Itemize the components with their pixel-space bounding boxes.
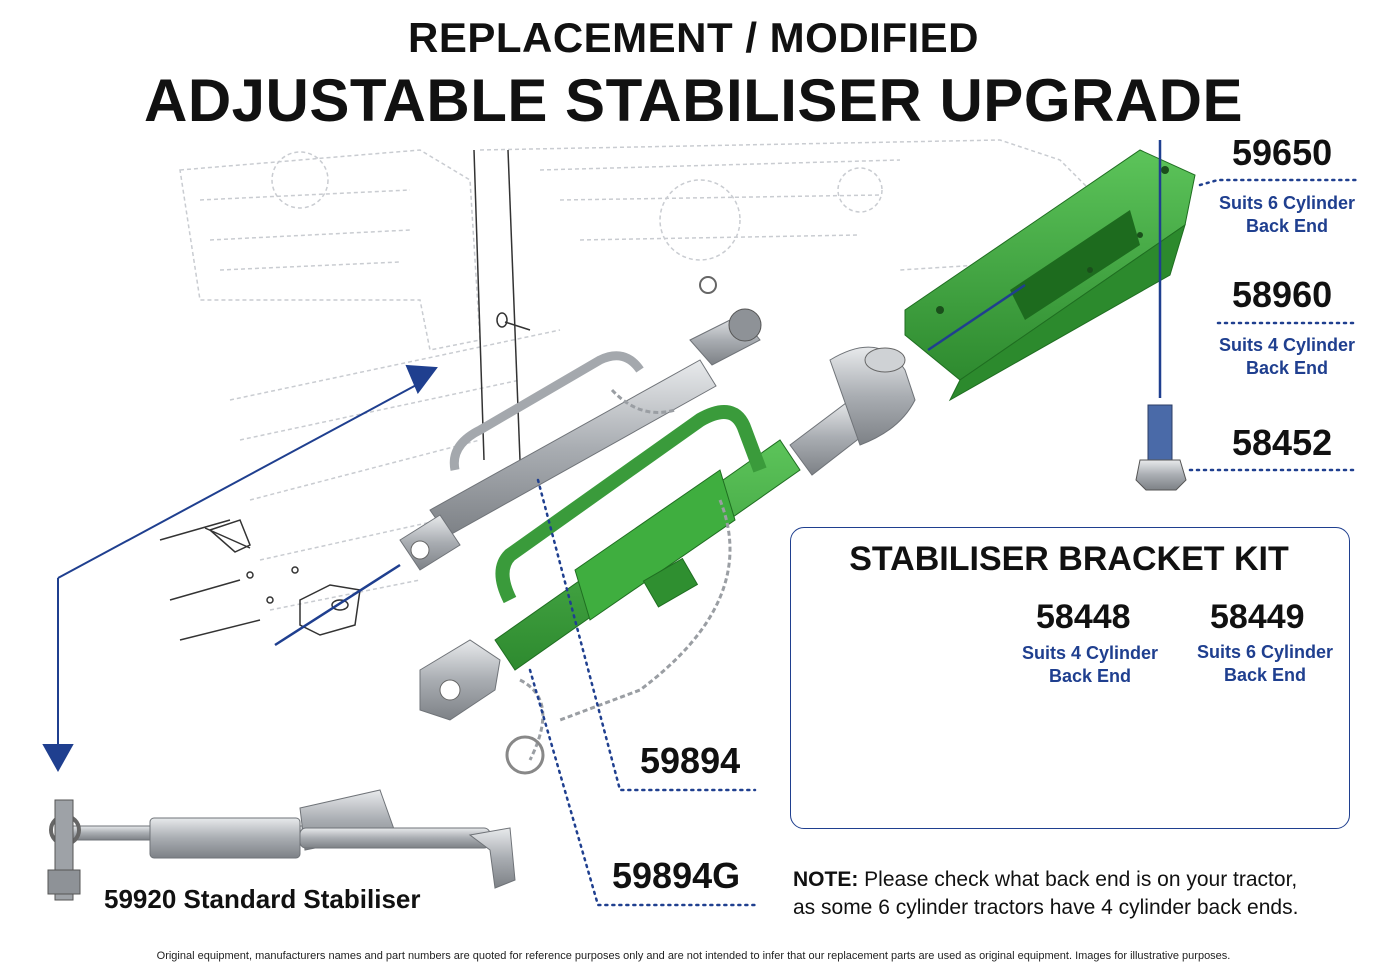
part-desc-59650-line1: Suits 6 Cylinder <box>1218 193 1356 213</box>
footer-disclaimer: Original equipment, manufacturers names … <box>156 950 1231 962</box>
part-desc-58960-line2: Back End <box>1245 358 1329 378</box>
bracket-pointer-line <box>274 563 401 647</box>
part-number-58449: 58449 <box>1210 598 1305 636</box>
tractor-background-drawing <box>179 139 1101 611</box>
part-desc-58449-line2: Back End <box>1223 665 1307 685</box>
bracket-kit-panel <box>790 527 1350 829</box>
green-bracket-59650 <box>904 149 1196 402</box>
part-desc-59650: Suits 6 Cylinder Back End <box>1207 192 1367 238</box>
part-desc-58960: Suits 4 Cylinder Back End <box>1207 334 1367 380</box>
part-desc-58449-line1: Suits 6 Cylinder <box>1196 642 1334 662</box>
part-desc-59650-line2: Back End <box>1245 216 1329 236</box>
part-desc-58448: Suits 4 Cylinder Back End <box>1010 642 1170 688</box>
bolt-58452 <box>1135 404 1187 491</box>
note-label: NOTE: <box>793 868 859 891</box>
part-desc-58960-line1: Suits 4 Cylinder <box>1218 335 1356 355</box>
standard-stabiliser-59920 <box>47 789 516 901</box>
part-desc-58449: Suits 6 Cylinder Back End <box>1185 641 1345 687</box>
part-number-59650: 59650 <box>1232 132 1333 173</box>
grey-stabiliser <box>399 276 762 571</box>
bracket-insert-line <box>927 283 1026 352</box>
part-number-59894G: 59894G <box>612 855 741 896</box>
green-stabiliser <box>419 346 916 775</box>
part-number-58960: 58960 <box>1232 274 1333 315</box>
part-number-58452: 58452 <box>1232 422 1333 463</box>
flow-arrow <box>42 364 438 773</box>
note-text: NOTE: Please check what back end is on y… <box>793 866 1298 922</box>
small-bracket-line-art <box>159 519 361 641</box>
title-line-2: ADJUSTABLE STABILISER UPGRADE <box>143 67 1243 134</box>
part-number-59894: 59894 <box>640 740 741 781</box>
title-line-1: REPLACEMENT / MODIFIED <box>407 14 979 61</box>
bracket-kit-title: STABILISER BRACKET KIT <box>849 540 1289 578</box>
note-line-1: Please check what back end is on your tr… <box>864 868 1298 891</box>
part-desc-58448-line2: Back End <box>1048 666 1132 686</box>
part-number-58448: 58448 <box>1036 598 1131 636</box>
standard-stabiliser-label: 59920 Standard Stabiliser <box>104 884 421 914</box>
part-desc-58448-line1: Suits 4 Cylinder <box>1021 643 1159 663</box>
note-line-2: as some 6 cylinder tractors have 4 cylin… <box>793 896 1299 919</box>
